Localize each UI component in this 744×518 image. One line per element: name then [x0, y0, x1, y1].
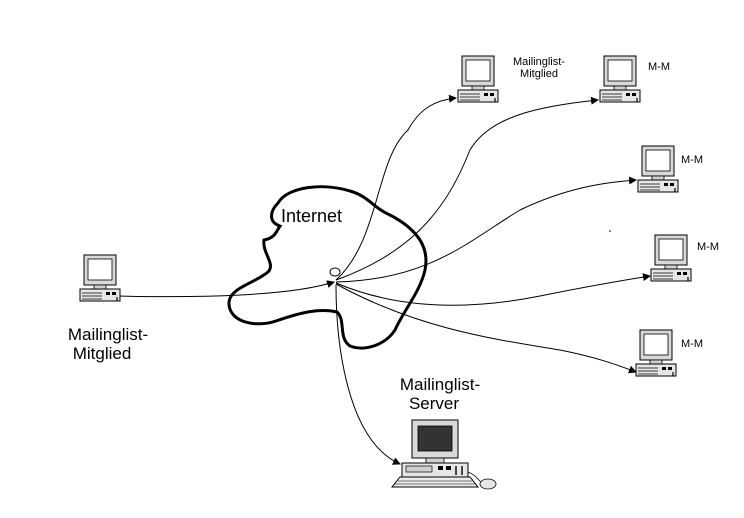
server-computer-icon — [391, 419, 497, 490]
mm3-computer-icon — [650, 234, 692, 282]
top-member-label: Mailinglist- Mitglied — [502, 56, 576, 81]
link-left-member-to-internet — [117, 280, 335, 298]
mm2-computer-icon — [637, 145, 679, 193]
top-member-computer-icon — [457, 55, 499, 103]
mm1-label: M-M — [648, 61, 670, 73]
mm2-label: M-M — [681, 154, 703, 166]
server-label-line2: Server — [408, 394, 460, 414]
server-label: Mailinglist- Server — [380, 375, 500, 413]
mm3-label: M-M — [697, 241, 719, 253]
link-to-mm4 — [335, 283, 637, 374]
link-to-top-member — [335, 94, 457, 281]
link-to-mm1 — [335, 96, 599, 281]
mm1-computer-icon — [599, 55, 641, 103]
link-to-server — [335, 284, 401, 465]
left-member-label-line2: Mitglied — [72, 344, 132, 364]
left-member-label: Mailinglist- Mitglied — [48, 325, 168, 363]
mm4-computer-icon — [635, 329, 677, 377]
left-member-computer-icon — [79, 254, 121, 302]
top-member-label-line2: Mitglied — [520, 68, 558, 81]
stray-dot — [609, 230, 611, 232]
internet-label: Internet — [281, 206, 343, 226]
link-to-mm2 — [335, 176, 637, 283]
top-member-label-line1: Mailinglist- — [513, 56, 565, 68]
internet-hub-node — [329, 267, 341, 277]
mm4-label: M-M — [681, 338, 703, 350]
server-label-line1: Mailinglist- — [399, 375, 481, 394]
left-member-label-line1: Mailinglist- — [67, 325, 149, 344]
link-to-mm3 — [335, 273, 651, 306]
internet-cloud — [227, 185, 428, 350]
